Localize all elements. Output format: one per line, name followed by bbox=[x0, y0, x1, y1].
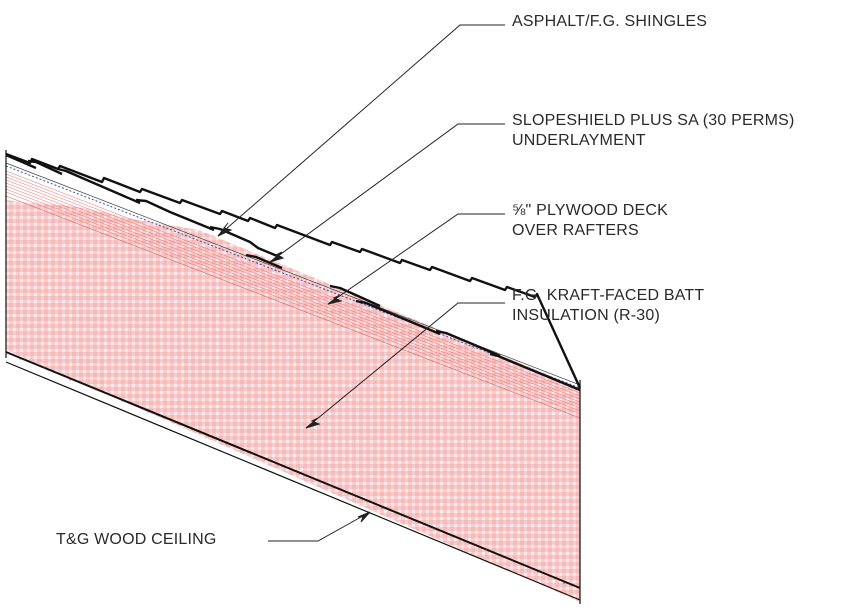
label-ceiling-text: T&G WOOD CEILING bbox=[56, 531, 217, 548]
label-insulation: F.G. KRAFT-FACED BATT INSULATION (R-30) bbox=[512, 286, 704, 326]
label-deck: ⅝" PLYWOOD DECK OVER RAFTERS bbox=[512, 201, 668, 241]
leader-insulation-arrow bbox=[305, 417, 321, 429]
leader-underlayment bbox=[269, 123, 505, 263]
label-shingles-text: ASPHALT/F.G. SHINGLES bbox=[512, 13, 708, 30]
leader-underlayment-arrow bbox=[269, 251, 285, 263]
ceiling-stipple bbox=[19, 358, 565, 584]
label-underlayment-line1: SLOPESHIELD PLUS SA (30 PERMS) bbox=[512, 112, 795, 129]
label-deck-line1-rest: " PLYWOOD DECK bbox=[525, 202, 668, 219]
ceiling-bottom bbox=[5, 361, 581, 601]
label-underlayment-line2: UNDERLAYMENT bbox=[512, 132, 646, 149]
label-shingles: ASPHALT/F.G. SHINGLES bbox=[512, 12, 707, 32]
leader-lines bbox=[217, 24, 505, 542]
plywood-deck bbox=[5, 170, 581, 415]
underlayment-line bbox=[5, 165, 581, 389]
shingle-profile bbox=[5, 153, 581, 392]
leader-insulation bbox=[305, 302, 505, 429]
label-ceiling: T&G WOOD CEILING bbox=[56, 530, 217, 550]
batt-insulation bbox=[6, 200, 580, 602]
shingle-courses bbox=[5, 152, 582, 389]
ceiling-top bbox=[5, 351, 581, 589]
label-deck-fraction: ⅝ bbox=[512, 202, 526, 219]
leader-deck bbox=[327, 213, 505, 305]
label-insulation-line2: INSULATION (R-30) bbox=[512, 307, 661, 324]
leader-ceiling bbox=[268, 511, 371, 542]
label-insulation-line1: F.G. KRAFT-FACED BATT bbox=[512, 287, 705, 304]
label-deck-line2: OVER RAFTERS bbox=[512, 222, 639, 239]
leader-shingles-arrow bbox=[217, 222, 233, 237]
plywood-deck-bottom bbox=[5, 195, 581, 419]
label-deck-line1: ⅝" PLYWOOD DECK bbox=[512, 201, 668, 221]
leader-ceiling-arrow bbox=[357, 511, 371, 523]
label-underlayment: SLOPESHIELD PLUS SA (30 PERMS) UNDERLAYM… bbox=[512, 111, 795, 151]
leader-deck-arrow bbox=[327, 294, 343, 305]
leader-shingles bbox=[217, 24, 505, 237]
